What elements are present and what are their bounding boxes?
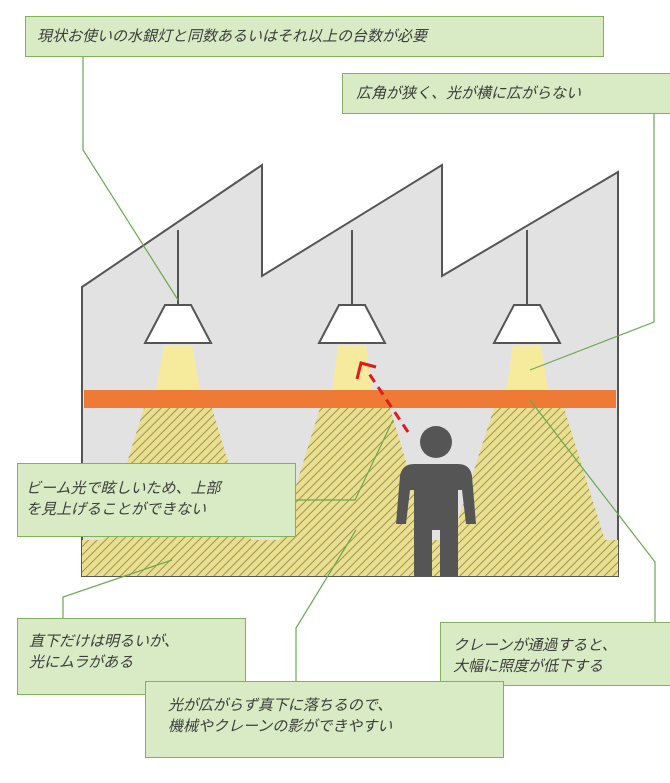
- lamp-icon: [317, 304, 387, 344]
- callout-shadow-line-1: 光が広がらず真下に落ちるので、: [168, 696, 393, 714]
- leader-crane: [529, 399, 656, 622]
- callout-uneven-line-1: 直下だけは明るいが、: [29, 632, 179, 650]
- person-icon: [396, 426, 476, 576]
- callout-shadow: 光が広がらず真下に落ちるので、 機械やクレーンの影ができやすい: [145, 681, 504, 758]
- leader-glare: [296, 419, 394, 501]
- lit-area-3: [440, 408, 616, 576]
- leader-shadow: [295, 529, 357, 681]
- callout-glare: ビーム光で眩しいため、上部 を見上げることができない: [17, 463, 296, 537]
- callout-narrow-angle-text: 広角が狭く、光が横に広がらない: [356, 84, 582, 102]
- callout-crane: クレーンが通過すると、 大幅に照度が低下する: [440, 622, 670, 686]
- callout-narrow-angle: 広角が狭く、光が横に広がらない: [342, 73, 670, 114]
- lamp-icon: [492, 304, 562, 344]
- callout-crane-line-1: クレーンが通過すると、: [453, 636, 617, 654]
- callout-shadow-line-2: 機械やクレーンの影ができやすい: [168, 717, 393, 735]
- callout-count-required-text: 現状お使いの水銀灯と同数あるいはそれ以上の台数が必要: [37, 27, 428, 45]
- leader-narrow-angle: [529, 114, 655, 371]
- callout-uneven-line-2: 光にムラがある: [29, 653, 134, 671]
- lamp-icon: [143, 304, 213, 344]
- leader-count-required: [82, 57, 179, 301]
- callout-glare-line-1: ビーム光で眩しいため、上部: [26, 479, 221, 497]
- crane-beam: [84, 390, 616, 408]
- light-cone-3-upper: [506, 345, 548, 390]
- callout-count-required: 現状お使いの水銀灯と同数あるいはそれ以上の台数が必要: [25, 16, 604, 57]
- lit-area-2: [268, 408, 440, 576]
- light-cone-1-upper: [156, 345, 200, 390]
- leader-uneven: [62, 559, 173, 618]
- light-cone-2-upper: [332, 345, 372, 390]
- lit-floor: [82, 540, 618, 576]
- callout-glare-line-2: を見上げることができない: [26, 500, 207, 518]
- sightline-arrow-icon: [366, 371, 410, 433]
- callout-crane-line-2: 大幅に照度が低下する: [453, 657, 604, 675]
